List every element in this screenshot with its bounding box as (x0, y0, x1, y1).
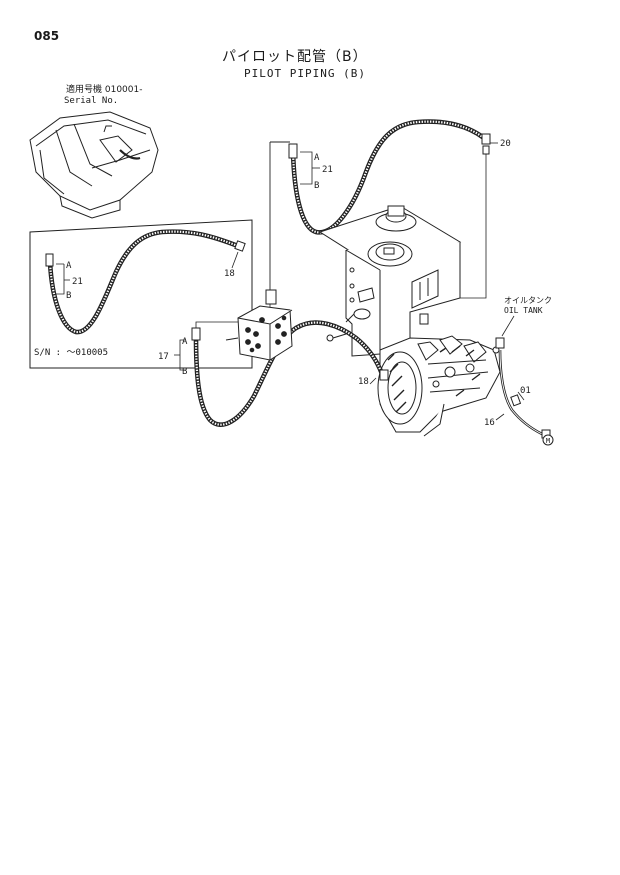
serial-label-japanese: 適用号機 010001- (66, 85, 143, 95)
oil-tank-label-japanese: オイルタンク (504, 296, 552, 305)
pump-hatching (387, 345, 481, 413)
callout-17: 17 (158, 352, 169, 362)
callout-16: 16 (484, 418, 495, 428)
excavator-thumbnail (29, 111, 159, 219)
fitting-18 (379, 369, 389, 381)
inset-hose-fitting-a (45, 253, 54, 267)
inset-serial-note: S/N : ～010005 (34, 348, 109, 358)
serial-label-english: Serial No. (64, 96, 119, 106)
inset-hose-fitting-b (234, 240, 246, 252)
hydraulic-tank (318, 205, 462, 357)
oil-tank-fitting (495, 337, 505, 349)
inset-frame (29, 219, 253, 369)
oil-tank-label-english: OIL TANK (504, 306, 543, 315)
callout-a-17: A (182, 337, 188, 347)
callout-b-inset: B (66, 291, 71, 301)
m-mark: M (542, 434, 554, 446)
pilot-valve-block (237, 289, 293, 361)
callout-b-17: B (182, 367, 187, 377)
callout-b-top: B (314, 181, 319, 191)
callout-18: 18 (358, 377, 369, 387)
callout-18-inset: 18 (224, 269, 235, 279)
callout-21: 21 (322, 165, 333, 175)
title-english: PILOT PIPING (B) (244, 67, 366, 80)
fitting-01 (510, 394, 522, 407)
fitting-20 (481, 133, 491, 145)
callout-21-inset: 21 (72, 277, 83, 287)
main-bracket (269, 141, 290, 300)
callout-a-inset: A (66, 261, 72, 271)
m-mark-label: M (546, 437, 550, 445)
page-number: 085 (34, 29, 60, 43)
main-pump (377, 313, 501, 437)
callout-a-top: A (314, 153, 320, 163)
callout-01: 01 (520, 386, 531, 396)
callout-20: 20 (500, 139, 511, 149)
title-japanese: パイロット配管（B） (222, 49, 368, 65)
